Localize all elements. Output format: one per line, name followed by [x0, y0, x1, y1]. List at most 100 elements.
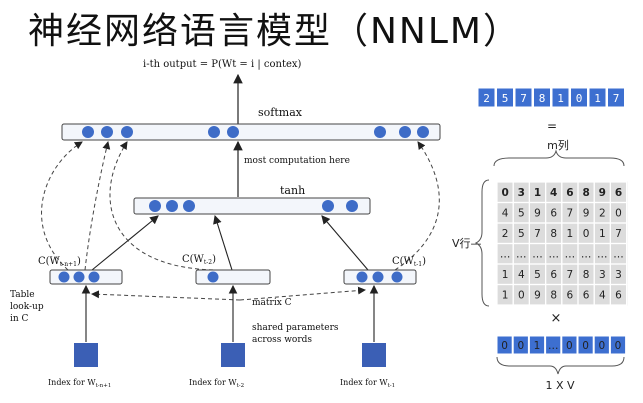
times-sign: × [551, 311, 562, 326]
node [346, 200, 358, 212]
onehot-cell [609, 335, 627, 355]
grid-cell-value: 1 [599, 228, 606, 240]
output-formula: i-th output = P(Wt = i | contex) [143, 59, 302, 70]
vector-cell-value: 0 [576, 92, 583, 105]
grid-cell-value: … [613, 249, 624, 261]
v-brace [474, 179, 490, 307]
vector-cell-value: 2 [483, 92, 490, 105]
grid-cell-value: 8 [550, 290, 557, 302]
vector-cell [496, 87, 514, 108]
onehot-cell [577, 335, 594, 355]
skip-connection [109, 141, 221, 271]
onehot-cell [512, 335, 529, 355]
node [82, 126, 94, 138]
grid-cell-value: 7 [615, 228, 622, 240]
context-embedding-3 [343, 269, 417, 285]
grid-cell-value: … [548, 249, 559, 261]
onehot-brace [496, 356, 625, 375]
grid-cell-value: 1 [534, 187, 541, 199]
index-label-1: Index for Wt-n+1 [48, 378, 111, 389]
vector-cell-value: 8 [539, 92, 546, 105]
context-arrow [213, 214, 233, 271]
grid-cell-value: 9 [583, 208, 590, 220]
node [149, 200, 161, 212]
grid-cell-value: 8 [550, 228, 557, 240]
node [183, 200, 195, 212]
onehot-cell-value: 1 [534, 340, 541, 352]
grid-cell-value: 7 [534, 228, 541, 240]
node [399, 126, 411, 138]
grid-cell-value: 0 [518, 290, 525, 302]
grid-cell-value: … [532, 249, 543, 261]
grid-cell-value: 0 [501, 187, 508, 199]
onehot-cell [545, 335, 562, 355]
grid-cell-value: 1 [502, 269, 509, 281]
grid-cell-value: 4 [518, 269, 525, 281]
grid-cell-value: 3 [599, 269, 606, 281]
grid-cell-value: 4 [599, 290, 606, 302]
grid-cell-value: 6 [583, 290, 590, 302]
grid-cell-value: 8 [582, 187, 589, 199]
context-embedding-1 [49, 269, 123, 285]
vector-cell [533, 87, 551, 108]
grid-cell-value: 6 [615, 187, 622, 199]
shared-dashed-arrow [91, 290, 241, 301]
grid-cell-value: 6 [615, 290, 622, 302]
vector-cell-value: 1 [594, 92, 601, 105]
onehot-cell [593, 335, 610, 355]
shared-params-label: shared parameters across words [252, 323, 341, 345]
onehot-cell-value: 0 [501, 340, 508, 352]
index-square-1 [74, 343, 98, 367]
vector-cell [514, 87, 533, 108]
grid-cell-value: 5 [518, 228, 525, 240]
equals-sign: = [547, 119, 557, 133]
onehot-cell-value: 0 [582, 340, 589, 352]
context-label-1: C(Wt-n+1) [38, 256, 81, 268]
context-embedding-2 [195, 269, 271, 285]
softmax-layer [61, 123, 441, 141]
skip-connection [84, 141, 111, 271]
skip-connection [41, 141, 83, 271]
grid-cell-value: 0 [583, 228, 590, 240]
skip-connection [394, 141, 440, 271]
grid-cell [609, 283, 628, 306]
grid-cell-value: 6 [567, 290, 574, 302]
grid-cell-value: … [516, 249, 527, 261]
vector-cell [588, 87, 607, 108]
grid-cell-value: 5 [534, 269, 541, 281]
vector-cell-value: 5 [502, 92, 509, 105]
onehot-cell [528, 335, 546, 355]
softmax-label: softmax [258, 106, 303, 119]
grid-cell-value: … [597, 249, 608, 261]
tanh-layer [133, 197, 371, 215]
grid-cell-value: 4 [550, 187, 557, 199]
grid-cell-value: … [500, 249, 511, 261]
lookup-label: Table look-up in C [10, 290, 46, 324]
shape-label: 1 X V [545, 379, 575, 392]
onehot-cell [496, 335, 513, 355]
node [121, 126, 133, 138]
onehot-cell-value: … [548, 340, 559, 352]
matrix-c-label: matrix C [252, 298, 292, 308]
grid-cell-value: 5 [518, 208, 525, 220]
grid-cell-value: 7 [567, 269, 574, 281]
grid-cell-value: 7 [567, 208, 574, 220]
m-columns-label: m列 [547, 138, 569, 152]
vector-cell [551, 87, 570, 108]
m-brace [493, 149, 625, 167]
onehot-cell-value: 0 [615, 340, 622, 352]
page-title: 神经网络语言模型（NNLM） [28, 11, 521, 52]
onehot-cell [561, 335, 578, 355]
context-label-2: C(Wt-2) [182, 254, 216, 266]
context-label-3: C(Wt-1) [392, 256, 426, 268]
tanh-label: tanh [280, 184, 305, 197]
grid-cell-value: 9 [534, 208, 541, 220]
vector-cell [477, 87, 496, 108]
node [227, 126, 239, 138]
onehot-cell-value: 0 [517, 340, 524, 352]
node [374, 126, 386, 138]
context-arrow [91, 215, 159, 271]
index-square-3 [362, 343, 386, 367]
